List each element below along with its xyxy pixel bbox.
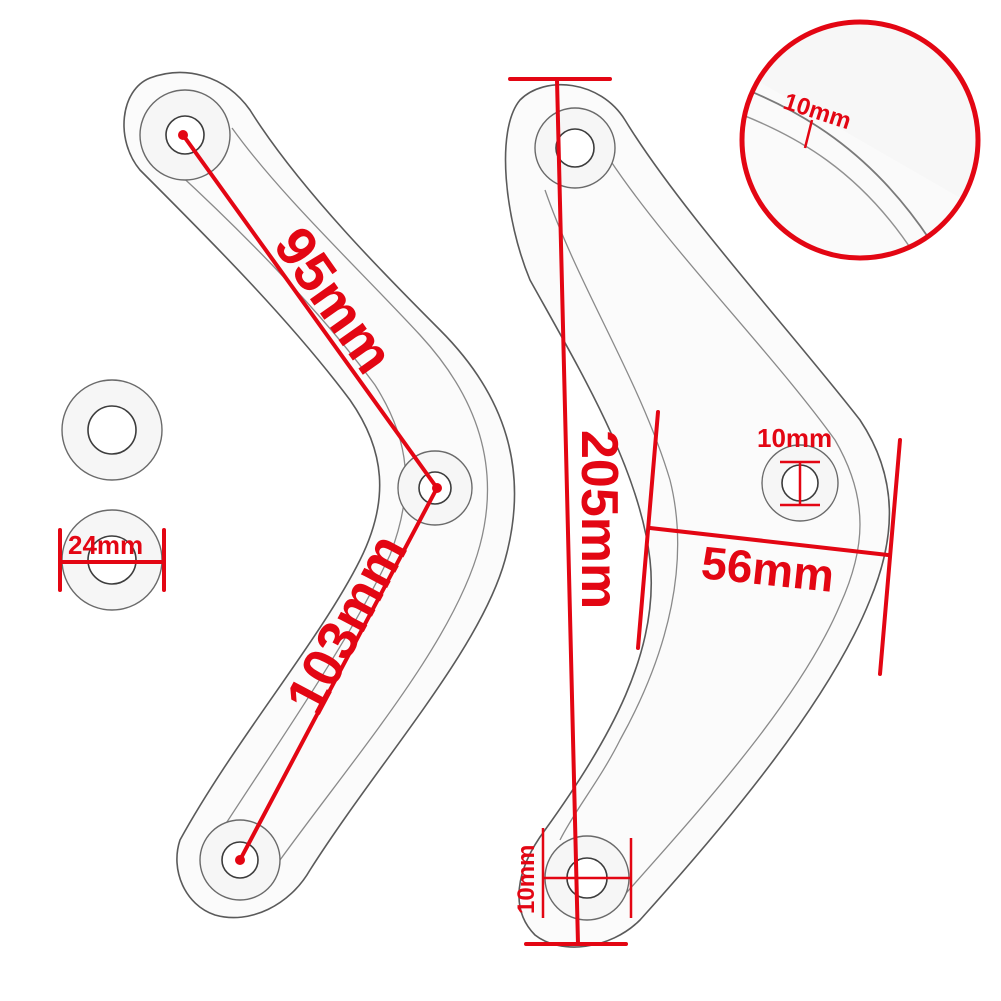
- washer-top-hole: [87, 405, 137, 455]
- left-top-center-dot: [178, 130, 188, 140]
- washer-dimension: 24mm: [58, 528, 166, 592]
- width-dimension-tick-left: [636, 410, 660, 650]
- washer-top: [61, 379, 163, 481]
- left-bracket-body: [123, 71, 516, 919]
- overall-length-dimension-label: 205mm: [570, 430, 628, 609]
- right-bracket-inner-edge: [609, 159, 861, 901]
- right-bracket-body: [504, 83, 891, 948]
- left-middle-center-dot: [432, 483, 442, 493]
- detail-edge-inner: [742, 111, 916, 256]
- left-bottom-center-dot: [235, 855, 245, 865]
- detail-circle-fill: [742, 22, 978, 258]
- hole-bottom-dimension-label: 10mm: [513, 845, 540, 914]
- right-bracket-inner-edge-2: [544, 189, 679, 841]
- detail-edge-outer: [742, 84, 931, 241]
- upper-arm-dimension-line: [181, 133, 439, 490]
- left-bracket-inner-edge: [231, 127, 489, 861]
- lower-arm-dimension-line: [238, 486, 439, 862]
- washer-dimension-label: 24mm: [68, 530, 143, 560]
- right-top-hole: [555, 128, 595, 168]
- hole-right-dimension-label: 10mm: [757, 423, 832, 453]
- detail-thickness-tick: [803, 119, 814, 149]
- overall-length-dimension-line: [555, 78, 580, 946]
- left-bracket: [123, 71, 516, 919]
- thickness-detail: 10mm: [739, 19, 981, 261]
- width-dimension-line: [648, 526, 890, 557]
- detail-circle-border: [739, 19, 981, 261]
- width-dimension-tick-right: [878, 438, 902, 676]
